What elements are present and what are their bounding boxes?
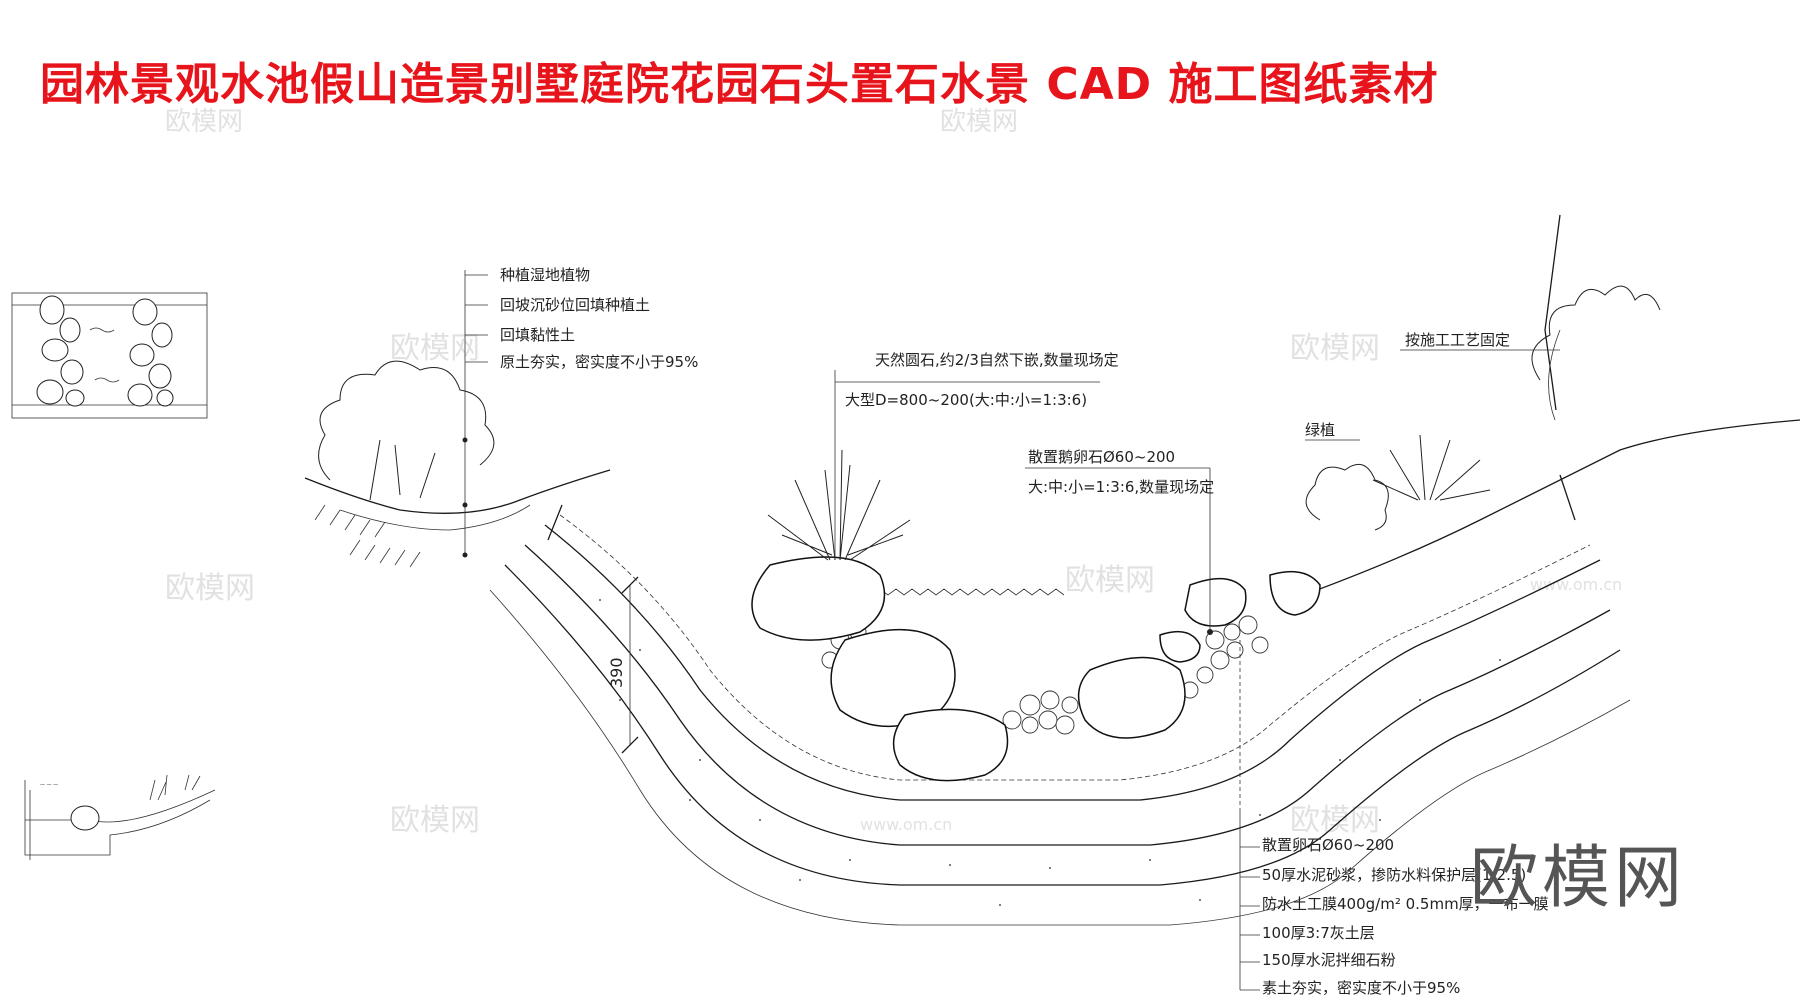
layer-label: 100厚3:7灰土层: [1262, 924, 1375, 942]
watermark: 欧模网: [390, 331, 480, 366]
label-backfill-soil: 回坡沉砂位回填种植土: [500, 296, 650, 314]
watermark: 欧模网: [390, 803, 480, 838]
dimension-value: 390: [607, 657, 626, 688]
layer-label: 散置卵石Ø60~200: [1262, 836, 1394, 854]
label-fixing: 按施工工艺固定: [1405, 331, 1510, 349]
layer-labels: 散置卵石Ø60~200 50厚水泥砂浆，掺防水料保护层(1:2.5) 防水土工膜…: [1240, 836, 1549, 997]
watermark: 欧模网: [165, 571, 255, 606]
dimension: 390: [607, 576, 639, 754]
label-plants: 种植湿地植物: [500, 266, 590, 284]
left-labels: 种植湿地植物 回坡沉砂位回填种植土 回填黏性土 原土夯实，密实度不小于95%: [500, 266, 698, 371]
watermark-url: www.om.cn: [1530, 575, 1622, 594]
plan-detail-thumbnail: [11, 292, 208, 419]
label-pebbles: 散置鹅卵石Ø60~200: [1028, 448, 1175, 466]
layer-label: 50厚水泥砂浆，掺防水料保护层(1:2.5): [1262, 866, 1526, 884]
boulder-labels: 天然圆石,约2/3自然下嵌,数量现场定 大型D=800~200(大:中:小=1:…: [845, 351, 1119, 409]
watermark: 欧模网: [940, 107, 1018, 137]
watermark: 欧模网: [1065, 563, 1155, 598]
section-detail-thumbnail: — — —: [24, 774, 216, 860]
label-green-plants: 绿植: [1305, 421, 1335, 439]
label-clay: 回填黏性土: [500, 326, 575, 344]
leader-lines: [462, 270, 1560, 990]
right-bank: [1289, 214, 1800, 601]
watermark-layer: 欧模网 欧模网 欧模网 欧模网 欧模网 欧模网 欧模网 欧模网 www.om.c…: [165, 107, 1622, 838]
label-compaction: 原土夯实，密实度不小于95%: [500, 353, 698, 371]
left-bank: [304, 469, 611, 568]
plants: [318, 360, 1491, 561]
pond-basin-section: [489, 514, 1631, 926]
label-boulders: 天然圆石,约2/3自然下嵌,数量现场定: [875, 351, 1119, 369]
brand-logo: 欧模网: [1470, 839, 1687, 918]
layer-label: 防水土工膜400g/m² 0.5mm厚，一布一膜: [1262, 895, 1549, 913]
boulders: [751, 556, 1321, 782]
pebble-labels: 散置鹅卵石Ø60~200 大:中:小=1:3:6,数量现场定: [1028, 448, 1214, 496]
layer-label: 素土夯实，密实度不小于95%: [1262, 979, 1460, 997]
page-title: 园林景观水池假山造景别墅庭院花园石头置石水景 CAD 施工图纸素材: [40, 59, 1439, 110]
watermark: 欧模网: [1290, 803, 1380, 838]
watermark-url: www.om.cn: [860, 815, 952, 834]
layer-label: 150厚水泥拌细石粉: [1262, 951, 1396, 969]
svg-text:— — —: — — —: [40, 782, 58, 788]
watermark: 欧模网: [1290, 331, 1380, 366]
label-pebble-ratio: 大:中:小=1:3:6,数量现场定: [1028, 478, 1214, 496]
watermark: 欧模网: [165, 107, 243, 137]
label-boulder-size: 大型D=800~200(大:中:小=1:3:6): [845, 391, 1087, 409]
anchor-markers: [547, 474, 1576, 541]
